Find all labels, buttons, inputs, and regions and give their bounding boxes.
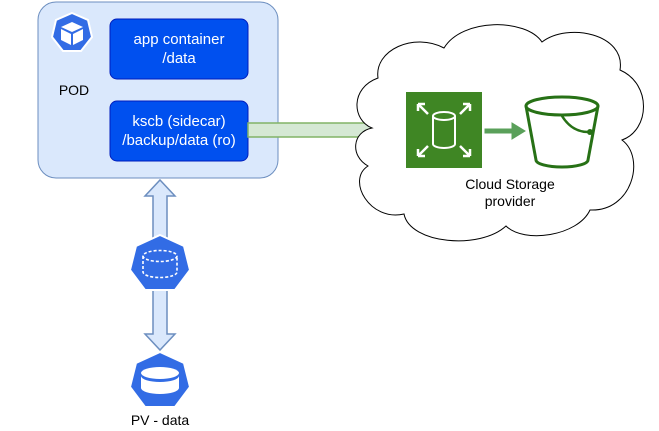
- app-container-line1: app container: [133, 31, 225, 48]
- sidecar-line2: /backup/data (ro): [122, 132, 236, 149]
- kubernetes-volume-icon[interactable]: [128, 233, 192, 291]
- sidecar-line1: kscb (sidecar): [132, 113, 226, 130]
- kubernetes-persistent-volume-icon[interactable]: [128, 350, 192, 408]
- app-container-box[interactable]: [109, 18, 249, 80]
- kubernetes-pod-icon: [50, 11, 94, 52]
- pod-label: POD: [58, 82, 90, 98]
- cloud-label: Cloud Storage provider: [430, 176, 590, 210]
- cloud-label-line2: provider: [484, 193, 536, 209]
- pv-label: PV - data: [130, 412, 190, 428]
- aws-storage-gateway-icon[interactable]: [406, 92, 482, 168]
- cloud-label-line1: Cloud Storage: [465, 176, 555, 192]
- app-container-line2: /data: [162, 50, 196, 67]
- app-container-text: app container /data: [110, 19, 248, 79]
- s3-bucket-icon[interactable]: [524, 95, 600, 169]
- gateway-to-bucket-arrow: [484, 122, 526, 140]
- sidecar-text: kscb (sidecar) /backup/data (ro): [110, 101, 248, 161]
